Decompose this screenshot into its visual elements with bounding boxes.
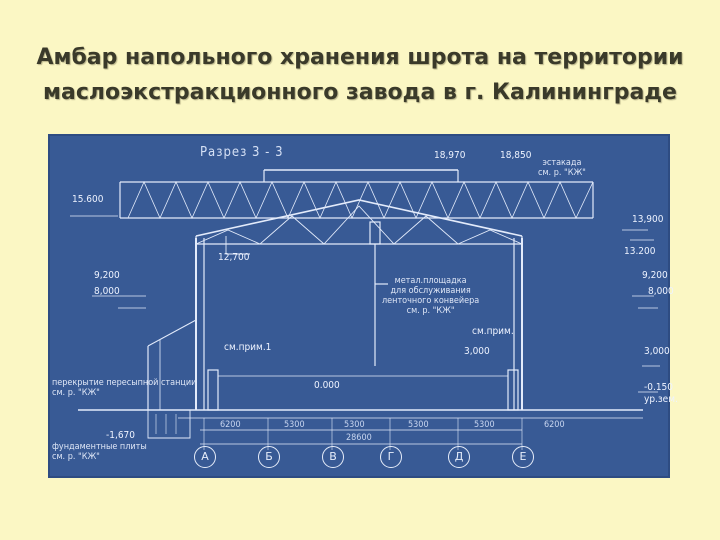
note-foundation: фундаментные плиты см. р. "КЖ" — [52, 442, 147, 462]
note-fence-mid: см.прим. — [472, 326, 514, 337]
elevation-9200-right: 9,200 — [642, 270, 668, 281]
title-line-1: Амбар напольного хранения шрота на терри… — [36, 45, 684, 70]
span-dimension-5: 5300 — [474, 420, 495, 430]
elevation-18850: 18,850 — [500, 150, 532, 161]
note-estakada: эстакада см. р. "КЖ" — [538, 158, 586, 178]
elevation-3000-right: 3,000 — [644, 346, 670, 357]
elevation-minus-0150: -0.150 — [644, 382, 673, 393]
elevation-13200: 13.200 — [624, 246, 656, 257]
axis-marker-a: А — [194, 446, 216, 468]
blueprint-linework — [70, 169, 660, 450]
elevation-minus-1670: -1,670 — [106, 430, 135, 441]
elevation-13900: 13,900 — [632, 214, 664, 225]
note-transfer-station: перекрытие пересыпной станции см. р. "КЖ… — [52, 378, 197, 398]
note-ground: ур.зем. — [644, 394, 678, 405]
elevation-8000-right: 8,000 — [648, 286, 674, 297]
axis-marker-b: Б — [258, 446, 280, 468]
axis-marker-v: В — [322, 446, 344, 468]
axis-marker-d: Д — [448, 446, 470, 468]
elevation-9200-left: 9,200 — [94, 270, 120, 281]
section-label: Разрез 3 - 3 — [200, 145, 284, 160]
blueprint-section-drawing: Разрез 3 - 3 18,970 18,850 эстакада см. … — [48, 134, 678, 478]
axis-marker-e: Е — [512, 446, 534, 468]
note-platform: метал.площадка для обслуживания ленточно… — [382, 276, 480, 316]
span-dimension-3: 5300 — [344, 420, 365, 430]
elevation-0000: 0.000 — [314, 380, 340, 391]
note-fence-left: см.прим.1 — [224, 342, 272, 353]
elevation-18970: 18,970 — [434, 150, 466, 161]
span-dimension-4: 5300 — [408, 420, 429, 430]
axis-marker-g: Г — [380, 446, 402, 468]
total-span-dimension: 28600 — [346, 433, 372, 443]
slide-title: Амбар напольного хранения шрота на терри… — [0, 40, 720, 110]
elevation-12700: 12,700 — [218, 252, 250, 263]
title-line-2: маслоэкстракционного завода в г. Калинин… — [43, 80, 677, 105]
span-dimension-6: 6200 — [544, 420, 565, 430]
elevation-15600: 15.600 — [72, 194, 104, 205]
elevation-8000-left: 8,000 — [94, 286, 120, 297]
span-dimension-2: 5300 — [284, 420, 305, 430]
span-dimension-1: 6200 — [220, 420, 241, 430]
elevation-3000-mid: 3,000 — [464, 346, 490, 357]
